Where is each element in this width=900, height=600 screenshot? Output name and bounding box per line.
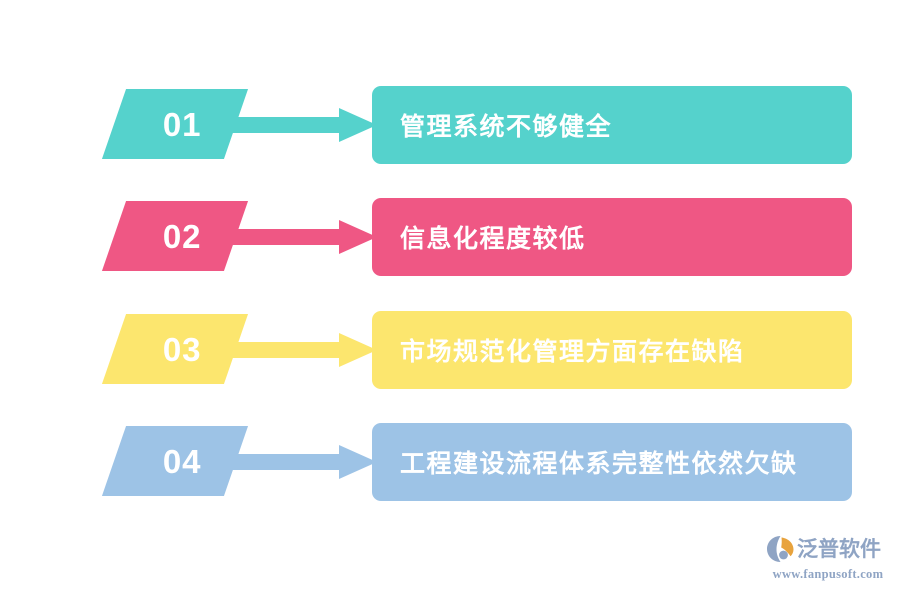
number-label: 04 bbox=[162, 442, 202, 480]
number-badge-01: 01 bbox=[101, 89, 249, 159]
label-bar-01: 管理系统不够健全 bbox=[372, 86, 852, 164]
label-bar-02: 信息化程度较低 bbox=[372, 198, 852, 276]
watermark-url: www.fanpusoft.com bbox=[772, 567, 884, 581]
fanpu-logo-icon bbox=[766, 535, 796, 563]
number-label: 02 bbox=[162, 217, 202, 255]
number-badge-03: 03 bbox=[101, 314, 249, 384]
label-bar-text: 工程建设流程体系完整性依然欠缺 bbox=[400, 450, 798, 478]
label-bar-text: 信息化程度较低 bbox=[400, 225, 586, 253]
arrow-02 bbox=[231, 220, 377, 254]
watermark-logo: 泛普软件 www.fanpusoft.com bbox=[766, 533, 890, 585]
number-badge-02: 02 bbox=[101, 201, 249, 271]
label-bar-text: 管理系统不够健全 bbox=[400, 113, 613, 141]
arrow-03 bbox=[231, 333, 377, 367]
label-bar-03: 市场规范化管理方面存在缺陷 bbox=[372, 311, 852, 389]
diagram-row: 02 信息化程度较低 bbox=[0, 198, 900, 276]
number-label: 03 bbox=[162, 330, 202, 368]
arrow-01 bbox=[231, 108, 377, 142]
diagram-row: 03 市场规范化管理方面存在缺陷 bbox=[0, 311, 900, 389]
watermark-brand-row: 泛普软件 bbox=[766, 533, 890, 565]
watermark-brand-name: 泛普软件 bbox=[797, 536, 881, 561]
arrow-04 bbox=[231, 445, 377, 479]
number-badge-04: 04 bbox=[101, 426, 249, 496]
diagram-row: 04 工程建设流程体系完整性依然欠缺 bbox=[0, 423, 900, 501]
label-bar-04: 工程建设流程体系完整性依然欠缺 bbox=[372, 423, 852, 501]
diagram-row: 01 管理系统不够健全 bbox=[0, 86, 900, 164]
number-label: 01 bbox=[162, 105, 202, 143]
label-bar-text: 市场规范化管理方面存在缺陷 bbox=[400, 338, 745, 366]
